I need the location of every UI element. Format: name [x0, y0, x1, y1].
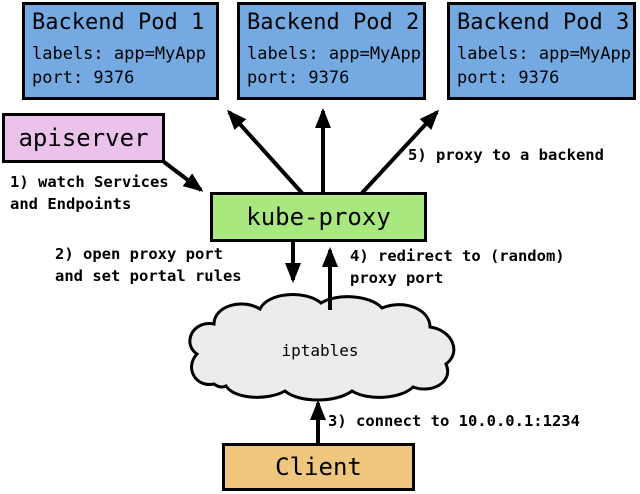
apiserver-box: apiserver	[2, 113, 165, 163]
annotation-step5: 5) proxy to a backend	[408, 146, 604, 164]
backend-pod-1-labels: labels: app=MyApp	[32, 44, 206, 64]
backend-pod-3-port: port: 9376	[457, 68, 560, 88]
arrow-proxy-to-pod3	[360, 109, 440, 195]
backend-pod-3-title: Backend Pod 3	[457, 10, 630, 35]
backend-pod-3-labels: labels: app=MyApp	[457, 44, 631, 64]
kube-proxy-label: kube-proxy	[246, 203, 391, 231]
annotation-step4: 4) redirect to (random) proxy port	[350, 247, 565, 287]
backend-pod-1-box: Backend Pod 1 labels: app=MyApp port: 93…	[22, 2, 219, 100]
client-label: Client	[275, 453, 362, 481]
apiserver-label: apiserver	[18, 124, 149, 152]
annotation-step1: 1) watch Services and Endpoints	[10, 173, 169, 213]
arrow-watch-services	[162, 160, 204, 192]
iptables-cloud	[188, 293, 456, 402]
arrow-proxy-to-pod1	[226, 109, 304, 195]
backend-pod-2-labels: labels: app=MyApp	[247, 44, 421, 64]
client-box: Client	[222, 443, 415, 491]
iptables-label: iptables	[281, 341, 359, 360]
backend-pod-2-title: Backend Pod 2	[247, 10, 420, 35]
backend-pod-1-port: port: 9376	[32, 68, 135, 88]
annotation-step2: 2) open proxy port and set portal rules	[55, 245, 242, 285]
backend-pod-1-title: Backend Pod 1	[32, 10, 205, 35]
backend-pod-3-box: Backend Pod 3 labels: app=MyApp port: 93…	[447, 2, 636, 100]
kube-proxy-box: kube-proxy	[210, 192, 427, 242]
backend-pod-2-port: port: 9376	[247, 68, 350, 88]
annotation-step3: 3) connect to 10.0.0.1:1234	[328, 412, 580, 430]
backend-pod-2-box: Backend Pod 2 labels: app=MyApp port: 93…	[237, 2, 426, 100]
